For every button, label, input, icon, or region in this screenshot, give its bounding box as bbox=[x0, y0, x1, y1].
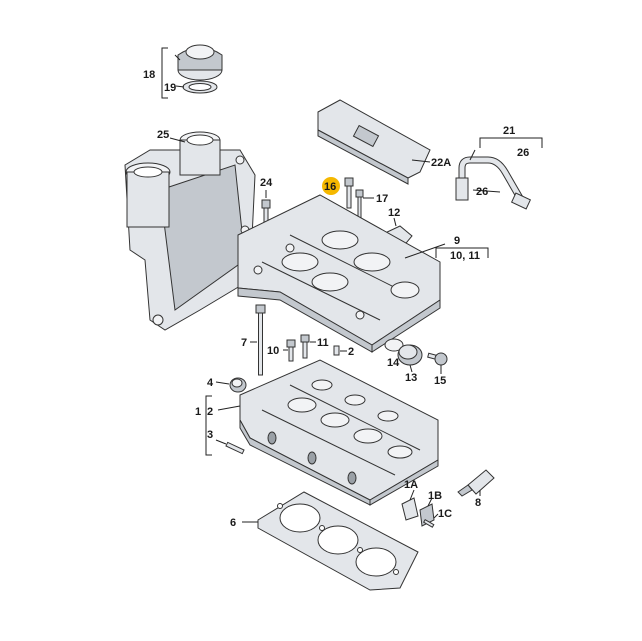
cover-13 bbox=[397, 344, 423, 366]
callout-10: 10 bbox=[267, 345, 279, 357]
bolt-15 bbox=[427, 352, 448, 366]
callout-12: 12 bbox=[388, 207, 400, 219]
sleeve-2 bbox=[333, 345, 340, 356]
callout-13: 13 bbox=[405, 372, 417, 384]
callout-6: 6 bbox=[230, 517, 236, 529]
timing-cover-housing bbox=[124, 131, 256, 331]
callout-11: 11 bbox=[317, 337, 329, 349]
callout-3: 3 bbox=[207, 429, 213, 441]
callout-18: 18 bbox=[143, 69, 155, 81]
callout-15: 15 bbox=[434, 375, 446, 387]
callout-26-bottom: 26 bbox=[476, 186, 488, 198]
callout-1B: 1B bbox=[428, 490, 442, 502]
callout-8: 8 bbox=[475, 497, 481, 509]
callout-19: 19 bbox=[164, 82, 176, 94]
head-gasket bbox=[257, 491, 419, 591]
callout-9: 9 bbox=[454, 235, 460, 247]
cap-14 bbox=[384, 338, 404, 352]
callout-25: 25 bbox=[157, 129, 169, 141]
callout-22A: 22A bbox=[431, 157, 451, 169]
callout-4: 4 bbox=[207, 377, 214, 389]
bolt-16 bbox=[344, 177, 354, 209]
plug-4 bbox=[229, 377, 247, 393]
callout-bracket-9 bbox=[404, 243, 489, 259]
callout-14: 14 bbox=[387, 357, 400, 369]
callout-21: 21 bbox=[503, 125, 515, 137]
callout-bracket-18-19 bbox=[161, 47, 185, 99]
bolt-7 bbox=[255, 304, 266, 376]
screw-1C bbox=[422, 518, 435, 528]
breather-hose bbox=[455, 156, 532, 210]
bolt-10 bbox=[286, 339, 296, 362]
callout-7: 7 bbox=[241, 337, 247, 349]
callout-17: 17 bbox=[376, 193, 388, 205]
callout-24: 24 bbox=[260, 177, 273, 189]
callout-2-upper: 2 bbox=[348, 346, 354, 358]
callout-26-top: 26 bbox=[517, 147, 529, 159]
oil-filler-cap bbox=[177, 44, 223, 94]
sealant-tube-8 bbox=[457, 469, 495, 497]
callout-2-lower: 2 bbox=[207, 406, 213, 418]
cylinder-head bbox=[239, 359, 439, 506]
callout-10-11: 10, 11 bbox=[450, 250, 480, 262]
callout-bracket-21 bbox=[469, 137, 543, 193]
bolt-24 bbox=[261, 199, 271, 227]
callout-bracket-1 bbox=[205, 395, 241, 456]
bracket-1A bbox=[401, 497, 419, 521]
bolt-11 bbox=[300, 334, 310, 359]
callout-16: 16 bbox=[324, 181, 336, 193]
dowel-pin-3 bbox=[225, 441, 245, 455]
callout-1A: 1A bbox=[404, 479, 418, 491]
highlight-marker bbox=[322, 177, 340, 195]
callout-1C: 1C bbox=[438, 508, 452, 520]
camshaft-housing bbox=[237, 194, 441, 353]
engine-cover bbox=[317, 99, 431, 185]
callout-1: 1 bbox=[195, 406, 201, 418]
